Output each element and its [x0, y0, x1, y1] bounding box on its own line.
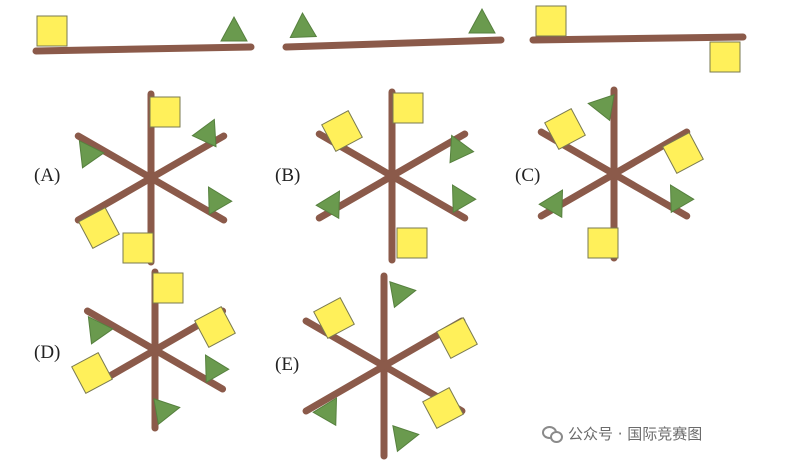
- wechat-icon: [542, 425, 563, 443]
- yellow-square: [152, 272, 184, 304]
- star-rod: [302, 317, 466, 415]
- green-triangle: [153, 398, 181, 426]
- yellow-square: [535, 5, 567, 37]
- option-label-c: (C): [515, 165, 541, 186]
- option-d-star: [71, 268, 236, 432]
- yellow-square: [587, 227, 619, 259]
- option-label-d: (D): [34, 342, 61, 363]
- option-label-e: (E): [275, 354, 300, 375]
- green-triangle: [204, 354, 230, 384]
- yellow-square: [313, 297, 355, 339]
- green-triangle: [449, 134, 475, 164]
- option-c-star: [537, 86, 704, 262]
- green-triangle: [468, 7, 496, 34]
- option-a-star: [74, 90, 233, 266]
- yellow-square: [662, 132, 704, 174]
- green-triangle: [220, 15, 248, 42]
- option-label-a: (A): [34, 165, 61, 186]
- yellow-square: [709, 41, 741, 73]
- star-rod: [315, 130, 469, 222]
- watermark: 公众号 · 国际竞赛图: [542, 423, 702, 444]
- yellow-square: [149, 96, 181, 128]
- yellow-square: [194, 306, 236, 348]
- green-triangle: [87, 315, 114, 345]
- option-label-b: (B): [275, 165, 301, 186]
- green-triangle: [312, 397, 338, 427]
- yellow-square: [71, 352, 113, 394]
- yellow-square: [422, 387, 464, 429]
- green-triangle: [538, 189, 564, 219]
- green-triangle: [389, 281, 417, 309]
- yellow-square: [436, 317, 478, 359]
- green-triangle: [289, 11, 318, 38]
- green-triangle: [191, 118, 217, 148]
- balance-rod: [529, 33, 747, 44]
- green-triangle: [392, 425, 420, 453]
- green-triangle: [78, 139, 105, 169]
- yellow-square: [122, 232, 154, 264]
- balance-rod: [282, 36, 505, 51]
- balance-example-1: [32, 15, 255, 55]
- option-b-star: [315, 88, 477, 264]
- green-triangle: [587, 94, 615, 122]
- yellow-square: [544, 108, 586, 150]
- yellow-square: [392, 92, 424, 124]
- green-triangle: [315, 190, 341, 220]
- option-e-star: [302, 272, 478, 460]
- watermark-text: 公众号 · 国际竞赛图: [568, 425, 703, 443]
- green-triangle: [451, 184, 477, 214]
- yellow-square: [321, 110, 363, 152]
- green-triangle: [669, 184, 695, 214]
- balance-example-2: [282, 7, 505, 51]
- yellow-square: [78, 207, 120, 249]
- star-rod: [537, 128, 691, 220]
- green-triangle: [207, 186, 233, 216]
- balance-rod: [32, 43, 255, 55]
- yellow-square: [396, 227, 428, 259]
- yellow-square: [36, 15, 68, 47]
- star-rod: [74, 132, 228, 224]
- balance-example-3: [529, 5, 747, 73]
